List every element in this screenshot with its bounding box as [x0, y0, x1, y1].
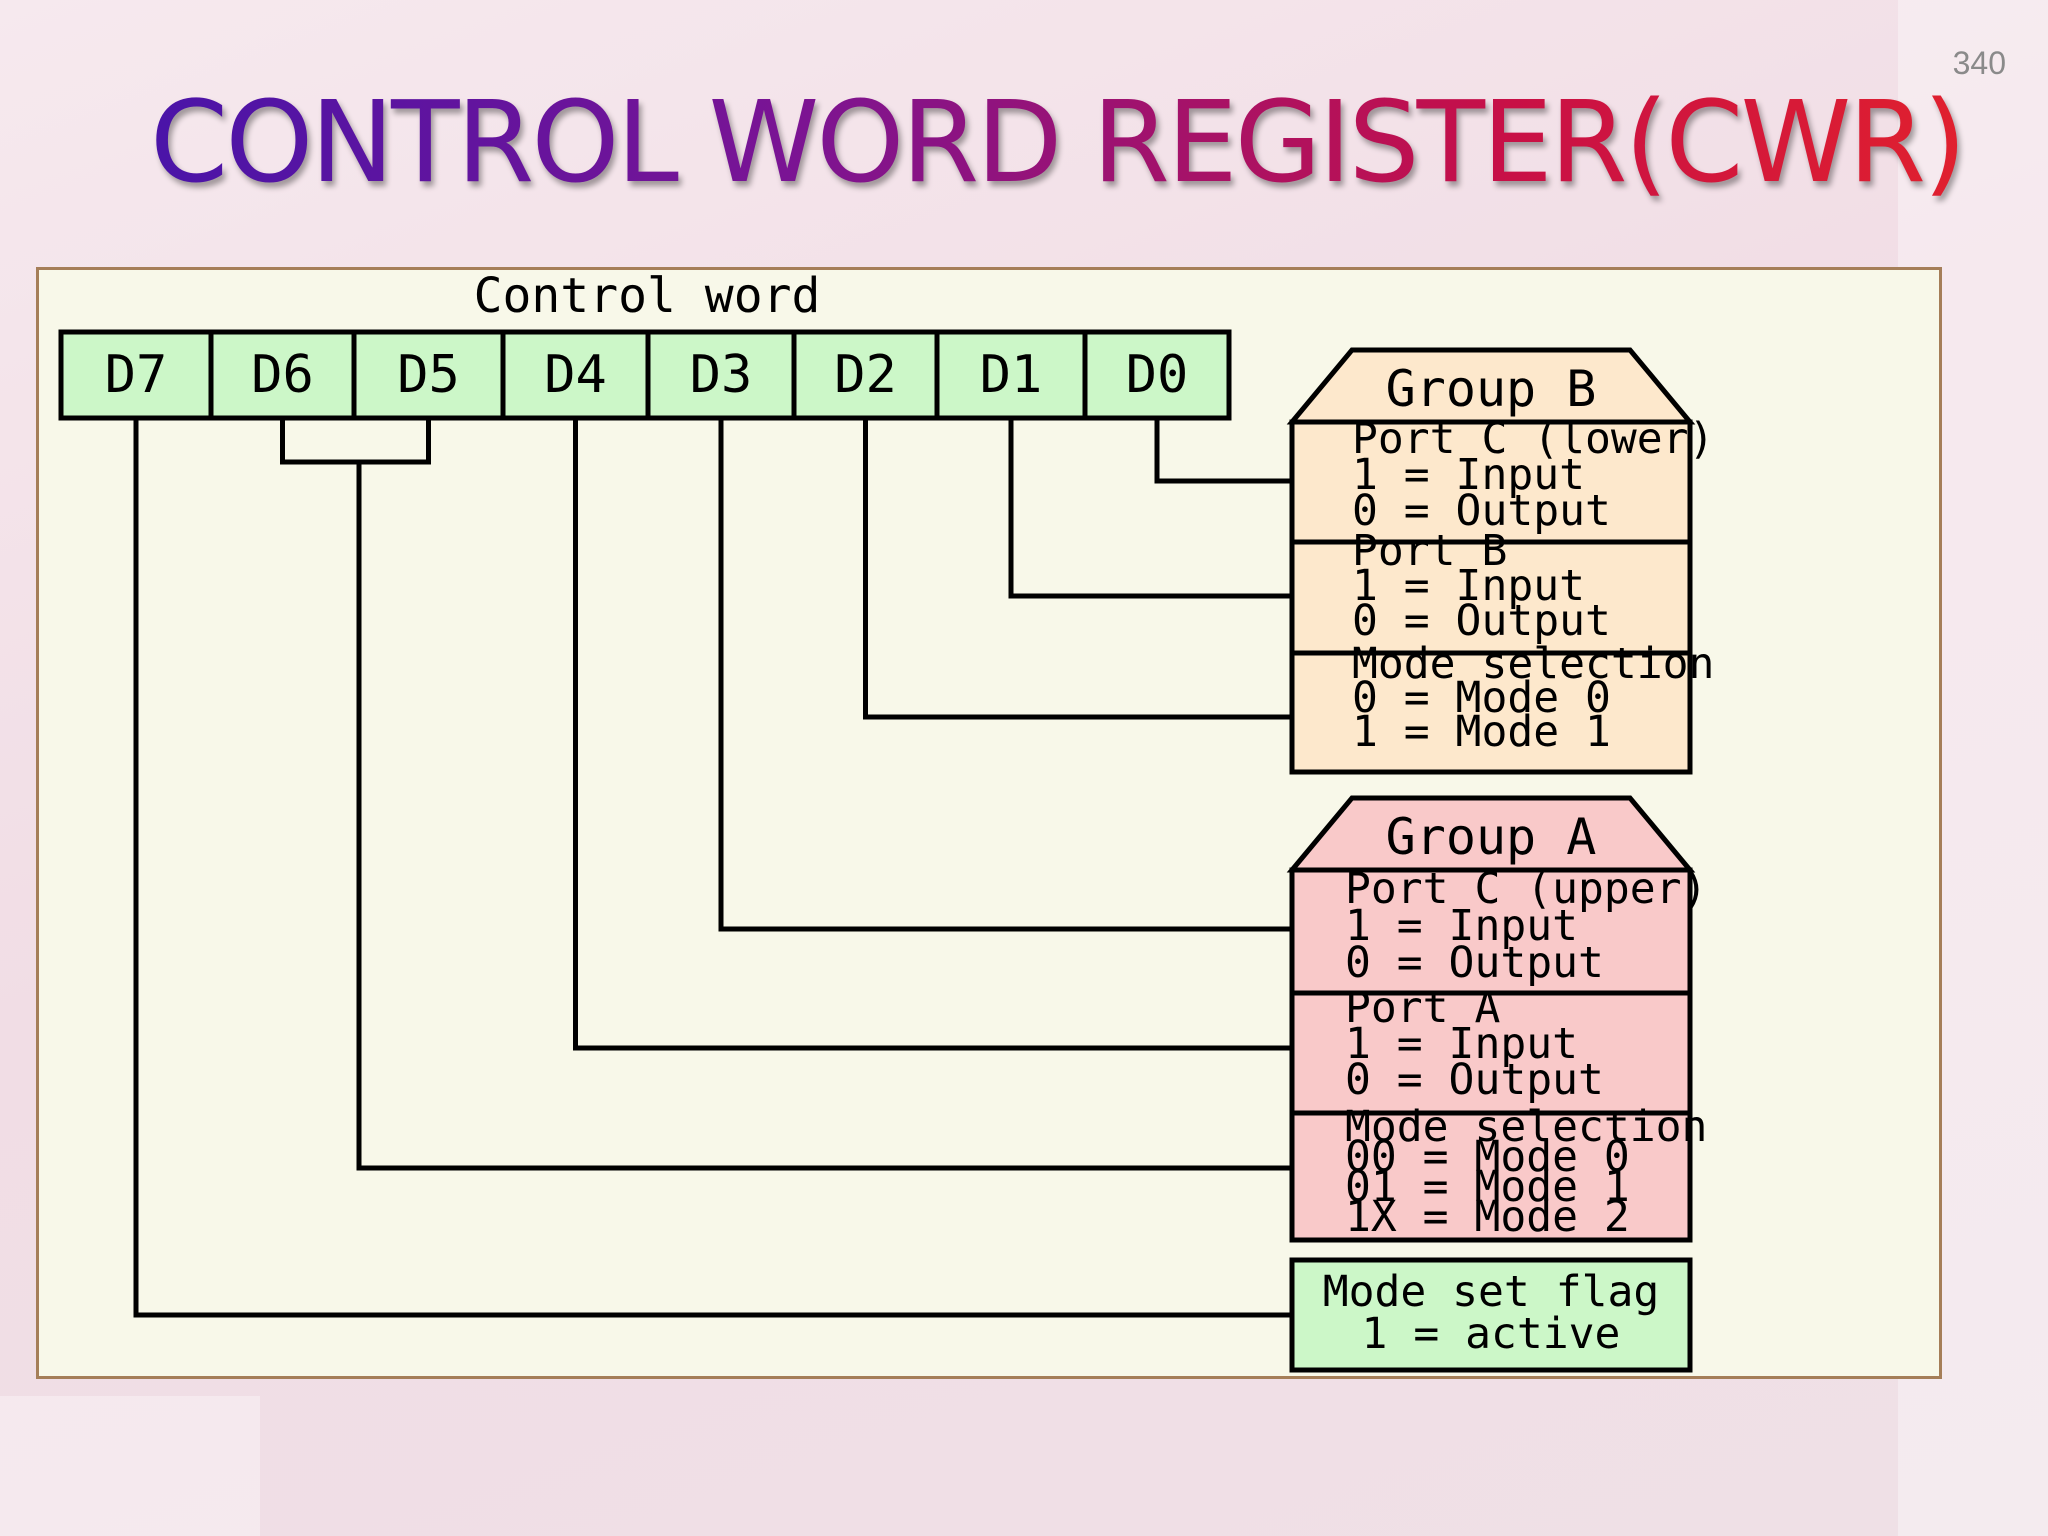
section-line: 00 = Mode 0 — [1345, 1132, 1630, 1182]
bit-d4: D4 — [500, 329, 651, 421]
bit-label: D2 — [834, 345, 897, 405]
connector-line — [133, 418, 1292, 1318]
bit-cell — [208, 329, 357, 421]
flag-line: 1 = active — [1362, 1309, 1621, 1359]
section-line: 1 = Input — [1345, 1019, 1578, 1069]
section-line: 01 = Mode 1 — [1345, 1162, 1630, 1212]
bit-label: D1 — [980, 345, 1043, 405]
section-line: Mode selection — [1345, 1102, 1707, 1152]
bit-d6: D6 — [208, 329, 357, 421]
section-line: Port A — [1345, 983, 1500, 1033]
bit-label: D0 — [1126, 345, 1189, 405]
bit-cell — [1082, 329, 1232, 421]
group-body — [1289, 867, 1693, 1243]
connector-line — [1154, 418, 1292, 484]
flag-body — [1289, 1257, 1693, 1373]
section-line: 1X = Mode 2 — [1345, 1192, 1630, 1242]
bit-d1: D1 — [934, 329, 1088, 421]
section-line: 0 = Output — [1345, 938, 1604, 988]
group-body — [1289, 419, 1693, 775]
section-line: Port C (upper) — [1345, 864, 1707, 914]
bit-d5: D5 — [351, 329, 506, 421]
section-line: Port C (lower) — [1352, 414, 1714, 464]
connector-line — [1008, 418, 1292, 599]
section-line: Mode selection — [1352, 639, 1714, 689]
connector-line — [718, 418, 1292, 932]
section-line: Port B — [1352, 526, 1507, 576]
connector-line — [863, 418, 1292, 720]
bit-label: D3 — [690, 345, 753, 405]
section-line: 1 = Input — [1352, 561, 1585, 611]
section-line: 0 = Output — [1352, 596, 1611, 646]
bit-d3: D3 — [645, 329, 797, 421]
group-title: Group B — [1386, 360, 1597, 418]
flag-line: Mode set flag — [1323, 1267, 1660, 1317]
slide-title: CONTROL WORD REGISTER(CWR) — [150, 78, 1967, 208]
section-line: 0 = Output — [1345, 1055, 1604, 1105]
slide-number: 340 — [1952, 45, 2006, 81]
connector-line — [573, 418, 1292, 1051]
background-decoration — [0, 1396, 260, 1536]
connector-line — [356, 462, 1292, 1171]
bit-cell — [351, 329, 506, 421]
section-line: 1 = Input — [1345, 901, 1578, 951]
bit-cell — [58, 329, 214, 421]
control-word-label: Control word — [474, 270, 821, 324]
bit-label: D5 — [397, 345, 460, 405]
section-line: 0 = Output — [1352, 486, 1611, 536]
section-line: 1 = Input — [1352, 450, 1585, 500]
bit-row: D7 D6 D5 D4 D3 D2 D1 D0 — [58, 329, 1232, 421]
bit-d2: D2 — [791, 329, 940, 421]
bit-label: D6 — [251, 345, 314, 405]
bit-label: D4 — [544, 345, 607, 405]
connection-wires — [133, 418, 1292, 1318]
bit-d7: D7 — [58, 329, 214, 421]
connector-line — [280, 418, 431, 465]
bit-d0: D0 — [1082, 329, 1232, 421]
bit-label: D7 — [105, 345, 168, 405]
section-line: 1 = Mode 1 — [1352, 707, 1611, 757]
section-line: 0 = Mode 0 — [1352, 673, 1611, 723]
group-title: Group A — [1386, 808, 1597, 866]
